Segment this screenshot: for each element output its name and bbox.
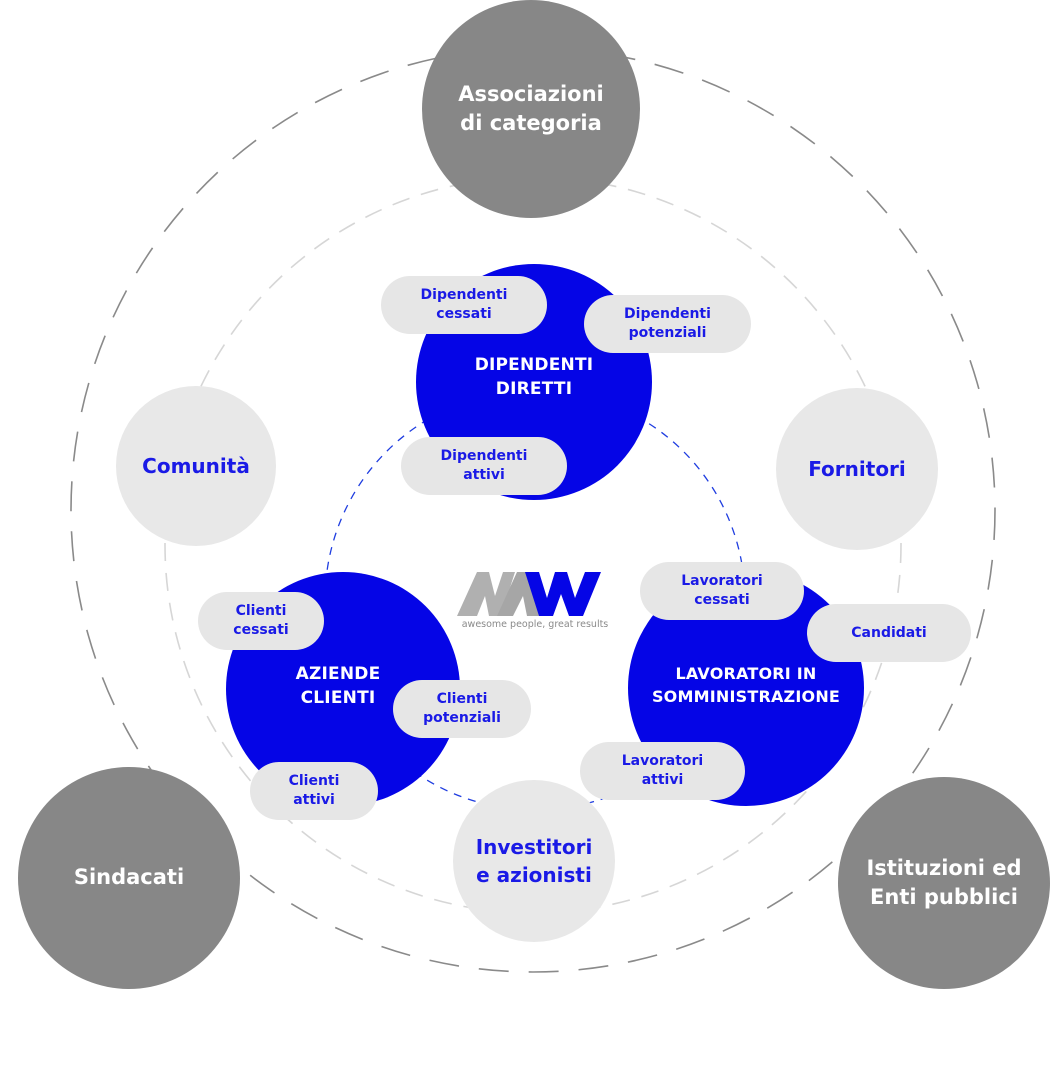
associazioni-node: Associazioni di categoria xyxy=(422,0,640,218)
istituzioni-node: Istituzioni ed Enti pubblici xyxy=(838,777,1050,989)
clienti-cessati-pill: Clienti cessati xyxy=(198,592,324,650)
sindacati-node: Sindacati xyxy=(18,767,240,989)
logo-m-gray xyxy=(457,572,515,616)
dipendenti-cessati-label: Dipendenti cessati xyxy=(420,287,508,322)
aziende-clienti-label: AZIENDE CLIENTI xyxy=(295,663,381,708)
istituzioni-label: Istituzioni ed Enti pubblici xyxy=(866,855,1022,909)
comunita-node: Comunità xyxy=(116,386,276,546)
fornitori-label: Fornitori xyxy=(808,457,906,481)
clienti-potenziali-label: Clienti potenziali xyxy=(423,691,501,726)
comunita-label: Comunità xyxy=(142,454,250,478)
investitori-label: Investitori e azionisti xyxy=(475,835,593,887)
lavoratori-attivi-pill: Lavoratori attivi xyxy=(580,742,745,800)
maw-logo xyxy=(457,572,601,616)
candidati-label: Candidati xyxy=(851,624,927,641)
lavoratori-cessati-pill: Lavoratori cessati xyxy=(640,562,804,620)
dipendenti-attivi-label: Dipendenti attivi xyxy=(440,448,528,483)
fornitori-node: Fornitori xyxy=(776,388,938,550)
clienti-cessati-label: Clienti cessati xyxy=(233,603,289,638)
lavoratori-label: LAVORATORI IN SOMMINISTRAZIONE xyxy=(651,664,841,706)
logo-w-blue xyxy=(525,572,601,616)
candidati-pill: Candidati xyxy=(807,604,971,662)
dipendenti-diretti-label: DIPENDENTI DIRETTI xyxy=(474,355,594,399)
logo-tagline: awesome people, great results xyxy=(461,619,609,630)
clienti-attivi-label: Clienti attivi xyxy=(288,773,340,808)
clienti-attivi-pill: Clienti attivi xyxy=(250,762,378,820)
dipendenti-potenziali-label: Dipendenti potenziali xyxy=(624,306,711,341)
associazioni-label: Associazioni di categoria xyxy=(458,81,604,135)
clienti-potenziali-pill: Clienti potenziali xyxy=(393,680,531,738)
dipendenti-potenziali-pill: Dipendenti potenziali xyxy=(584,295,751,353)
sindacati-label: Sindacati xyxy=(73,865,185,890)
dipendenti-cessati-pill: Dipendenti cessati xyxy=(381,276,547,334)
investitori-node: Investitori e azionisti xyxy=(453,780,615,942)
dipendenti-attivi-pill: Dipendenti attivi xyxy=(401,437,567,495)
lavoratori-cessati-label: Lavoratori cessati xyxy=(681,573,763,608)
lavoratori-attivi-label: Lavoratori attivi xyxy=(621,753,704,788)
